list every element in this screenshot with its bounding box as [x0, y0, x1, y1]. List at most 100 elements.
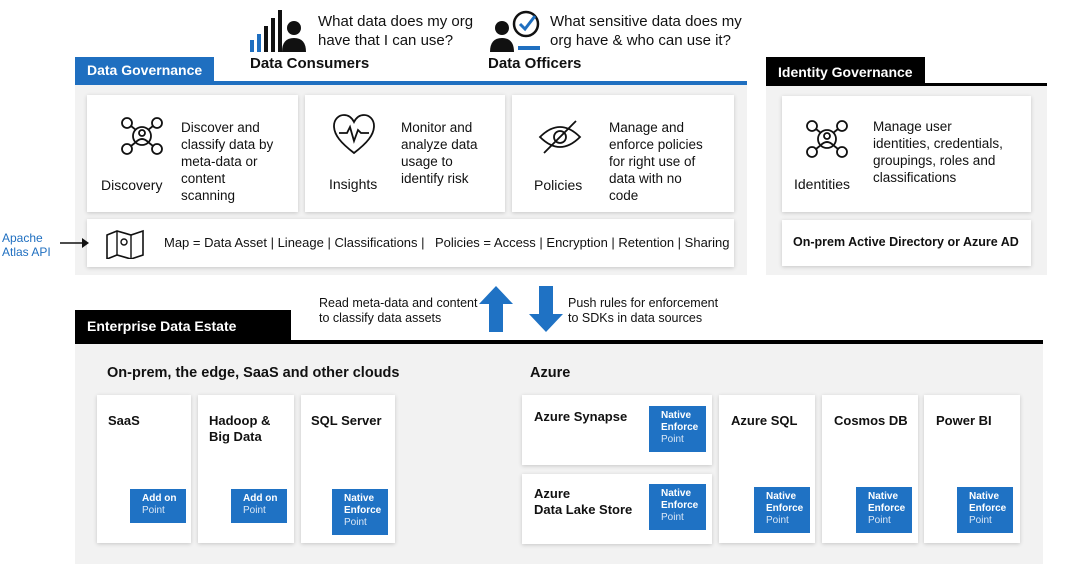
map-strip: Map = Data Asset | Lineage | Classificat…: [87, 219, 734, 267]
data-consumers-persona: What data does my org have that I can us…: [248, 6, 473, 76]
policies-desc-line: Manage and: [609, 120, 685, 135]
arrow-down-icon: [529, 286, 563, 332]
add-on-point-badge: Add on Point: [231, 489, 287, 523]
badge-line1: Native: [344, 493, 375, 504]
native-enforce-point-badge: Native Enforce Point: [754, 487, 810, 533]
policies-desc-line: for right use of: [609, 154, 696, 169]
identity-governance-panel: Identities Manage user identities, crede…: [766, 86, 1047, 275]
source-saas: SaaS Add on Point: [97, 395, 191, 543]
insights-label: Insights: [329, 176, 378, 192]
native-enforce-point-badge: Native Enforce Point: [856, 487, 912, 533]
badge-line1: Native: [661, 410, 692, 421]
policies-desc-line: enforce policies: [609, 137, 703, 152]
person-check-icon: [490, 10, 540, 52]
badge-line3: Point: [243, 505, 266, 516]
network-people-icon: [121, 117, 163, 155]
source-azure-sql: Azure SQL Native Enforce Point: [719, 395, 815, 543]
badge-line1: Native: [766, 491, 797, 502]
read-metadata-text: Read meta-data and content to classify d…: [319, 296, 477, 326]
policies-desc-line: code: [609, 188, 639, 203]
badge-line1: Native: [868, 491, 899, 502]
source-power-bi: Power BI Native Enforce Point: [924, 395, 1020, 543]
badge-line3: Point: [766, 515, 789, 526]
badge-line3: Point: [344, 517, 367, 528]
map-icon: [106, 229, 144, 259]
native-enforce-point-badge: Native Enforce Point: [649, 406, 706, 452]
push-rules-line1: Push rules for enforcement: [568, 296, 719, 310]
badge-line2: Enforce: [766, 503, 804, 514]
source-cosmos-db: Cosmos DB Native Enforce Point: [822, 395, 918, 543]
badge-line1: Native: [969, 491, 1000, 502]
identities-desc-line: groupings, roles and: [873, 153, 996, 168]
identities-desc-line: Manage user: [873, 119, 952, 134]
estate-header-line: [75, 340, 1043, 344]
identities-desc-line: classifications: [873, 170, 957, 185]
policies-desc-line: data with no: [609, 171, 682, 186]
officers-question-line1: What sensitive data does my: [550, 13, 742, 30]
native-enforce-point-badge: Native Enforce Point: [649, 484, 706, 530]
officers-question-line2: org have & who can use it?: [550, 32, 731, 49]
discovery-desc-line: content: [181, 171, 226, 186]
consumers-question-line1: What data does my org: [318, 13, 474, 30]
source-label: Azure SQL: [731, 413, 798, 428]
badge-line2: Enforce: [868, 503, 906, 514]
source-label: Cosmos DB: [834, 413, 908, 428]
identities-label: Identities: [794, 176, 851, 192]
discovery-card: Discovery Discover and classify data by …: [87, 95, 298, 212]
discovery-desc-line: meta-data or: [181, 154, 258, 169]
policies-text: Policies = Access | Encryption | Retenti…: [435, 235, 730, 250]
policies-card: Policies Manage and enforce policies for…: [512, 95, 734, 212]
policies-label: Policies: [534, 177, 583, 193]
arrow-up-icon: [479, 286, 513, 332]
source-hadoop: Hadoop & Big Data Add on Point: [198, 395, 294, 543]
badge-line1: Native: [661, 488, 692, 499]
push-rules-line2: to SDKs in data sources: [568, 311, 703, 325]
data-officers-persona: What sensitive data does my org have & w…: [488, 6, 758, 76]
apache-label-line1: Apache: [2, 231, 43, 245]
identities-desc-line: identities, credentials,: [873, 136, 1003, 151]
onprem-title: On-prem, the edge, SaaS and other clouds: [107, 365, 400, 381]
insights-card: Insights Monitor and analyze data usage …: [305, 95, 505, 212]
discovery-desc-line: Discover and: [181, 120, 260, 135]
insights-desc-line: analyze data: [401, 137, 478, 152]
source-label: Azure: [534, 486, 571, 501]
discovery-desc-line: scanning: [181, 188, 236, 203]
badge-line2: Enforce: [661, 500, 699, 511]
eye-slash-icon: [538, 120, 582, 154]
native-enforce-point-badge: Native Enforce Point: [957, 487, 1013, 533]
map-text: Map = Data Asset | Lineage | Classificat…: [164, 235, 425, 250]
source-label: Power BI: [936, 413, 992, 428]
badge-line3: Point: [661, 512, 684, 523]
source-label: Azure Synapse: [534, 409, 628, 424]
azure-title: Azure: [530, 365, 571, 381]
bar-chart-person-icon: [250, 10, 306, 52]
data-consumers-title: Data Consumers: [250, 55, 370, 72]
identities-card: Identities Manage user identities, crede…: [782, 96, 1031, 212]
badge-line2: Enforce: [344, 505, 382, 516]
source-azure-synapse: Azure Synapse Native Enforce Point: [522, 395, 712, 465]
heart-pulse-icon: [333, 114, 375, 155]
discovery-label: Discovery: [101, 177, 163, 193]
consumers-question-line2: have that I can use?: [318, 32, 454, 49]
data-governance-panel: Discovery Discover and classify data by …: [75, 85, 747, 275]
insights-desc-line: usage to: [401, 154, 453, 169]
source-label: SQL Server: [311, 413, 382, 428]
add-on-point-badge: Add on Point: [130, 489, 186, 523]
source-label: Data Lake Store: [534, 502, 633, 517]
badge-line3: Point: [142, 505, 165, 516]
badge-line2: Enforce: [969, 503, 1007, 514]
data-governance-title: Data Governance: [75, 57, 215, 83]
enterprise-data-estate-panel: On-prem, the edge, SaaS and other clouds…: [75, 344, 1043, 564]
data-officers-title: Data Officers: [488, 55, 582, 72]
push-rules-text: Push rules for enforcement to SDKs in da…: [568, 296, 718, 326]
badge-line3: Point: [661, 434, 684, 445]
source-label: Hadoop &: [209, 413, 271, 428]
data-governance-header-line: [75, 81, 747, 85]
identity-governance-title: Identity Governance: [766, 57, 925, 87]
directory-text: On-prem Active Directory or Azure AD: [793, 235, 1019, 249]
native-enforce-point-badge: Native Enforce Point: [332, 489, 388, 535]
insights-desc-line: Monitor and: [401, 120, 473, 135]
read-metadata-line1: Read meta-data and content: [319, 296, 478, 310]
badge-line2: Enforce: [661, 422, 699, 433]
discovery-desc-line: classify data by: [181, 137, 274, 152]
